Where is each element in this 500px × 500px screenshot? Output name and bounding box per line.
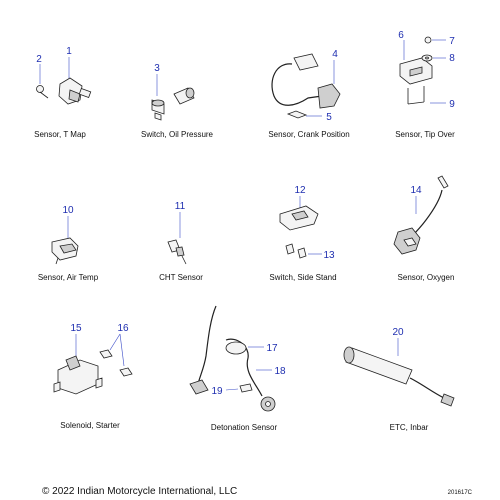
caption-tip-over: Sensor, Tip Over — [395, 130, 455, 139]
oxygen-sensor-illustration — [393, 175, 449, 255]
diagram-code: 201617C — [448, 490, 473, 496]
callout-18: 18 — [274, 366, 286, 377]
callout-12: 12 — [294, 185, 306, 196]
tip-over-sensor-illustration — [399, 36, 446, 105]
caption-starter: Solenoid, Starter — [60, 421, 120, 430]
caption-t-map: Sensor, T Map — [34, 130, 86, 139]
air-temp-sensor-illustration — [51, 216, 79, 265]
caption-etc: ETC, Inbar — [390, 423, 429, 432]
callout-9: 9 — [449, 99, 455, 110]
caption-cht: CHT Sensor — [159, 273, 203, 282]
t-map-sensor-illustration — [36, 57, 92, 105]
callout-1: 1 — [66, 46, 72, 57]
callout-5: 5 — [326, 112, 332, 123]
detonation-sensor-illustration — [189, 305, 276, 412]
callout-13: 13 — [323, 250, 335, 261]
callout-16: 16 — [117, 323, 129, 334]
side-stand-switch-illustration — [279, 196, 322, 259]
caption-oil-pressure: Switch, Oil Pressure — [141, 130, 214, 139]
callout-7: 7 — [449, 36, 455, 47]
callout-8: 8 — [449, 53, 455, 64]
caption-detonation: Detonation Sensor — [211, 423, 278, 432]
etc-inbar-illustration — [343, 338, 455, 407]
callout-15: 15 — [70, 323, 82, 334]
crank-position-sensor-illustration — [271, 53, 341, 119]
callout-14: 14 — [410, 185, 422, 196]
callout-17: 17 — [266, 343, 278, 354]
starter-solenoid-illustration — [53, 333, 133, 395]
callout-4: 4 — [332, 49, 338, 60]
callout-6: 6 — [398, 30, 404, 41]
callout-20: 20 — [392, 327, 404, 338]
callout-11: 11 — [175, 201, 186, 212]
callout-19: 19 — [211, 386, 223, 397]
caption-air-temp: Sensor, Air Temp — [38, 273, 99, 282]
caption-crank-position: Sensor, Crank Position — [268, 130, 349, 139]
caption-oxygen: Sensor, Oxygen — [398, 273, 455, 282]
oil-pressure-switch-illustration — [151, 74, 195, 121]
caption-side-stand: Switch, Side Stand — [269, 273, 336, 282]
callout-2: 2 — [36, 54, 42, 65]
cht-sensor-illustration — [167, 212, 187, 265]
callout-3: 3 — [154, 63, 160, 74]
copyright-footer: © 2022 Indian Motorcycle International, … — [42, 486, 237, 497]
callout-10: 10 — [62, 205, 74, 216]
